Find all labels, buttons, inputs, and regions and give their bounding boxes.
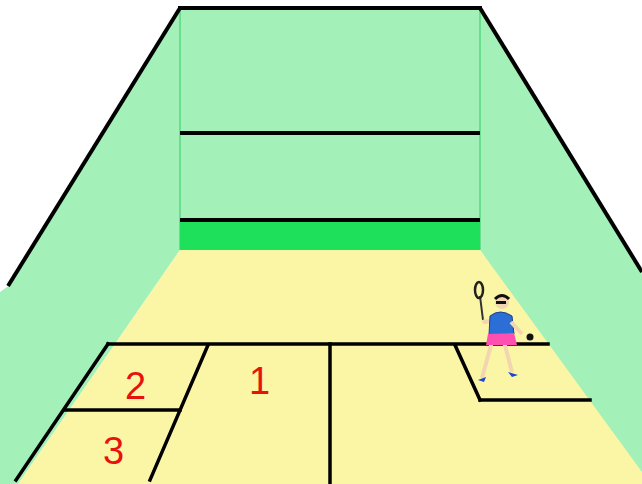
tin [180, 221, 480, 250]
floor-lines [16, 344, 590, 484]
zone-number: 2 [125, 367, 146, 405]
tin-line [180, 218, 480, 222]
side-wall-line [480, 8, 642, 272]
player [475, 282, 534, 382]
side-wall-line [8, 8, 180, 286]
zone-number: 1 [249, 362, 270, 400]
service-line [180, 131, 480, 135]
zone-number: 3 [103, 432, 124, 470]
floor [18, 250, 642, 484]
out-line [178, 6, 482, 10]
front-wall [180, 8, 480, 250]
